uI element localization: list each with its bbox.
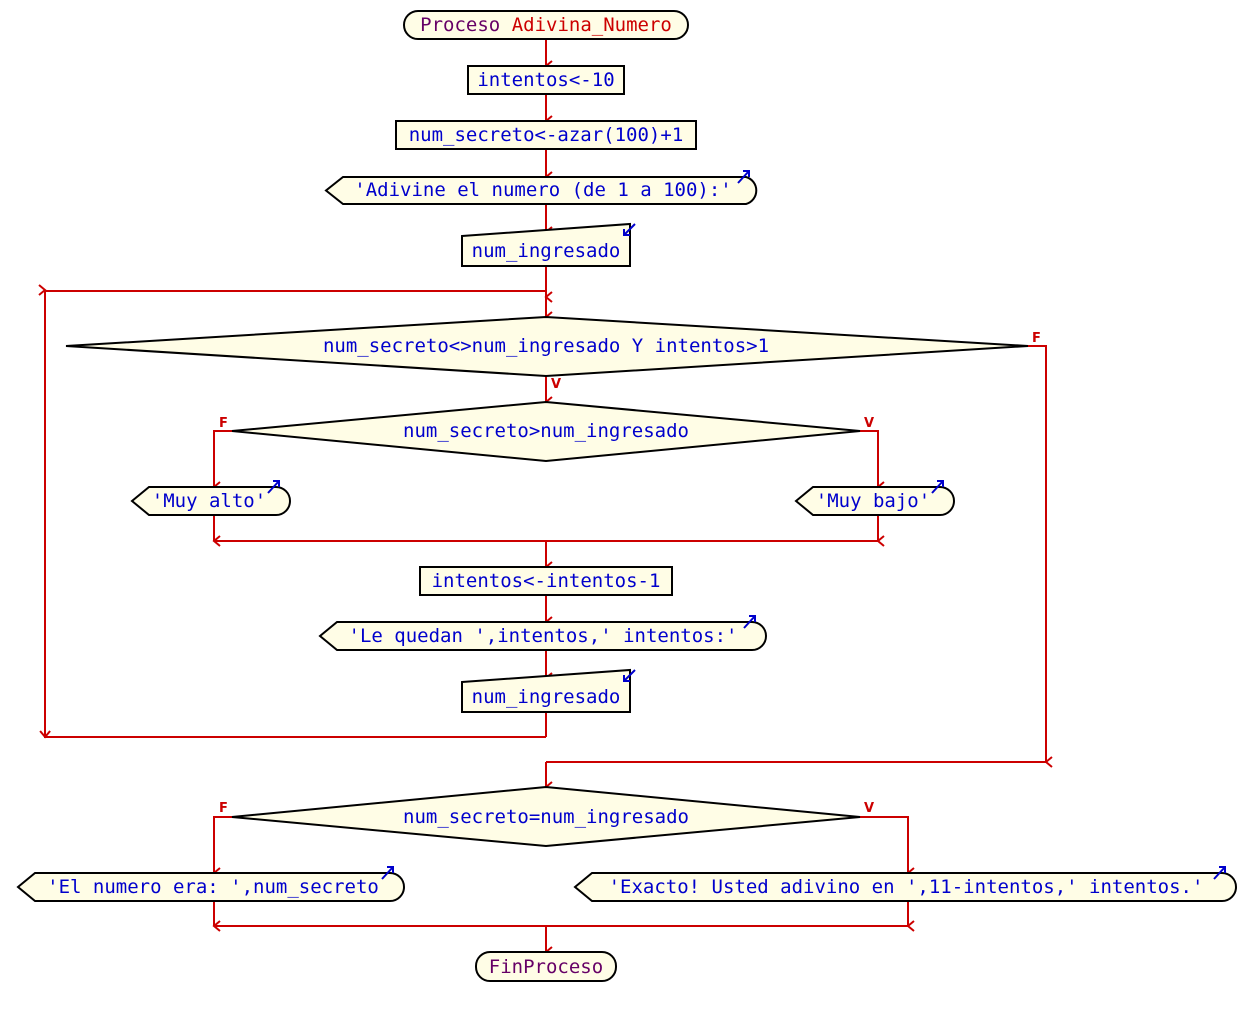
- output-prompt[interactable]: 'Adivine el numero (de 1 a 100):': [324, 170, 758, 205]
- output-alto-text: 'Muy alto': [152, 490, 266, 512]
- output-arrow-icon: [743, 615, 756, 629]
- assign-intentos[interactable]: intentos<-10: [467, 65, 625, 95]
- output-era[interactable]: 'El numero era: ',num_secreto: [16, 866, 405, 902]
- loop-true-label: V: [551, 377, 561, 392]
- output-quedan-text: 'Le quedan ',intentos,' intentos:': [349, 625, 738, 647]
- output-prompt-text: 'Adivine el numero (de 1 a 100):': [354, 179, 732, 201]
- loop-condition-text: num_secreto<>num_ingresado Y intentos>1: [323, 335, 769, 357]
- output-exacto-text: 'Exacto! Usted adivino en ',11-intentos,…: [609, 876, 1204, 898]
- input-1-text: num_ingresado: [472, 240, 621, 262]
- output-arrow-icon: [737, 170, 750, 184]
- input-arrow-icon: [623, 223, 636, 236]
- decrement-text: intentos<-intentos-1: [432, 570, 661, 592]
- output-arrow-icon: [267, 480, 280, 494]
- output-arrow-icon: [931, 480, 944, 494]
- final-condition-text: num_secreto=num_ingresado: [403, 806, 689, 828]
- flow-lines: [38, 39, 1053, 958]
- if-false-label: F: [219, 416, 228, 431]
- input-2-text: num_ingresado: [472, 686, 621, 708]
- output-exacto[interactable]: 'Exacto! Usted adivino en ',11-intentos,…: [573, 866, 1237, 902]
- output-quedan[interactable]: 'Le quedan ',intentos,' intentos:': [318, 615, 767, 651]
- final-condition[interactable]: num_secreto=num_ingresado F V: [219, 785, 874, 848]
- process-name: Adivina_Numero: [512, 14, 672, 36]
- assign-intentos-text: intentos<-10: [477, 69, 614, 91]
- input-arrow-icon: [623, 669, 636, 682]
- if-condition[interactable]: num_secreto>num_ingresado F V: [219, 400, 874, 463]
- svg-text:Proceso Adivina_Numero: Proceso Adivina_Numero: [420, 14, 672, 36]
- final-true-label: V: [864, 801, 874, 816]
- output-alto[interactable]: 'Muy alto': [130, 480, 291, 516]
- output-bajo-text: 'Muy bajo': [816, 490, 930, 512]
- final-false-label: F: [219, 801, 228, 816]
- loop-false-label: F: [1032, 331, 1041, 346]
- output-arrow-icon: [1213, 866, 1226, 880]
- output-bajo[interactable]: 'Muy bajo': [794, 480, 955, 516]
- input-1[interactable]: num_ingresado: [461, 222, 636, 267]
- if-true-label: V: [864, 416, 874, 431]
- process-end-text: FinProceso: [489, 956, 603, 978]
- process-start[interactable]: Proceso Adivina_Numero: [403, 10, 689, 40]
- input-2[interactable]: num_ingresado: [461, 668, 636, 713]
- decrement[interactable]: intentos<-intentos-1: [419, 566, 673, 596]
- assign-secreto[interactable]: num_secreto<-azar(100)+1: [395, 120, 697, 150]
- assign-secreto-text: num_secreto<-azar(100)+1: [409, 124, 684, 146]
- process-end[interactable]: FinProceso: [475, 951, 617, 982]
- output-era-text: 'El numero era: ',num_secreto: [47, 876, 379, 898]
- process-keyword: Proceso: [420, 14, 500, 36]
- loop-condition[interactable]: num_secreto<>num_ingresado Y intentos>1 …: [65, 315, 1041, 392]
- if-condition-text: num_secreto>num_ingresado: [403, 420, 689, 442]
- output-arrow-icon: [381, 866, 394, 880]
